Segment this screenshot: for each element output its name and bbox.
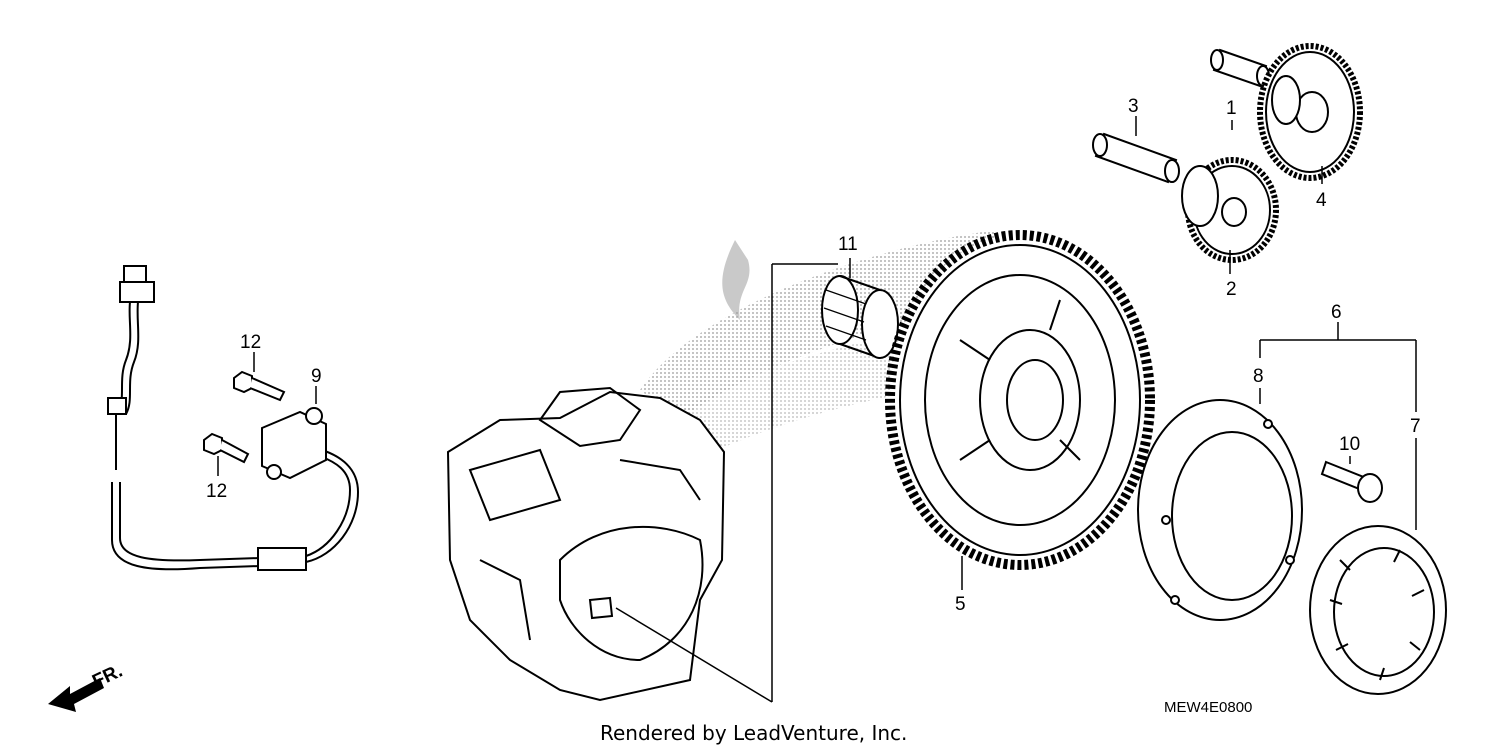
callout-4: 4 xyxy=(1316,190,1327,211)
needle-bearing-11 xyxy=(821,275,899,359)
callout-3: 3 xyxy=(1128,96,1139,117)
callout-10: 10 xyxy=(1339,434,1360,455)
callout-1: 1 xyxy=(1226,98,1237,119)
reduction-gear-4 xyxy=(1257,43,1363,181)
front-direction-arrow: FR. xyxy=(48,661,126,712)
callout-9: 9 xyxy=(311,366,322,387)
callout-labels: 1 2 3 4 5 6 7 8 9 10 11 12 12 xyxy=(206,96,1421,615)
starter-clutch-outer-8 xyxy=(1137,399,1303,621)
bolt-12-lower xyxy=(203,432,250,464)
callout-12-lower: 12 xyxy=(206,481,227,502)
pulse-generator-assembly xyxy=(107,265,360,571)
bolt-12-upper xyxy=(233,370,286,402)
callout-5: 5 xyxy=(955,594,966,615)
leader-lines-11 xyxy=(615,258,851,703)
callout-6: 6 xyxy=(1331,302,1342,323)
callout-11: 11 xyxy=(838,234,858,255)
callout-12-upper: 12 xyxy=(240,332,261,353)
starter-driven-gear-5 xyxy=(885,230,1155,570)
one-way-clutch-7 xyxy=(1309,525,1447,695)
footer-render-credit: Rendered by LeadVenture, Inc. xyxy=(600,721,907,745)
callout-7: 7 xyxy=(1410,416,1421,437)
callout-2: 2 xyxy=(1226,279,1237,300)
bracket-6 xyxy=(217,116,1417,590)
diagram-code: MEW4E0800 xyxy=(1164,699,1252,716)
reduction-gear-2 xyxy=(1181,157,1279,263)
shaft-1 xyxy=(1210,48,1270,88)
callout-8: 8 xyxy=(1253,366,1264,387)
engine-block xyxy=(446,386,726,702)
shaft-3 xyxy=(1092,132,1180,184)
bolt-10 xyxy=(1320,460,1383,503)
